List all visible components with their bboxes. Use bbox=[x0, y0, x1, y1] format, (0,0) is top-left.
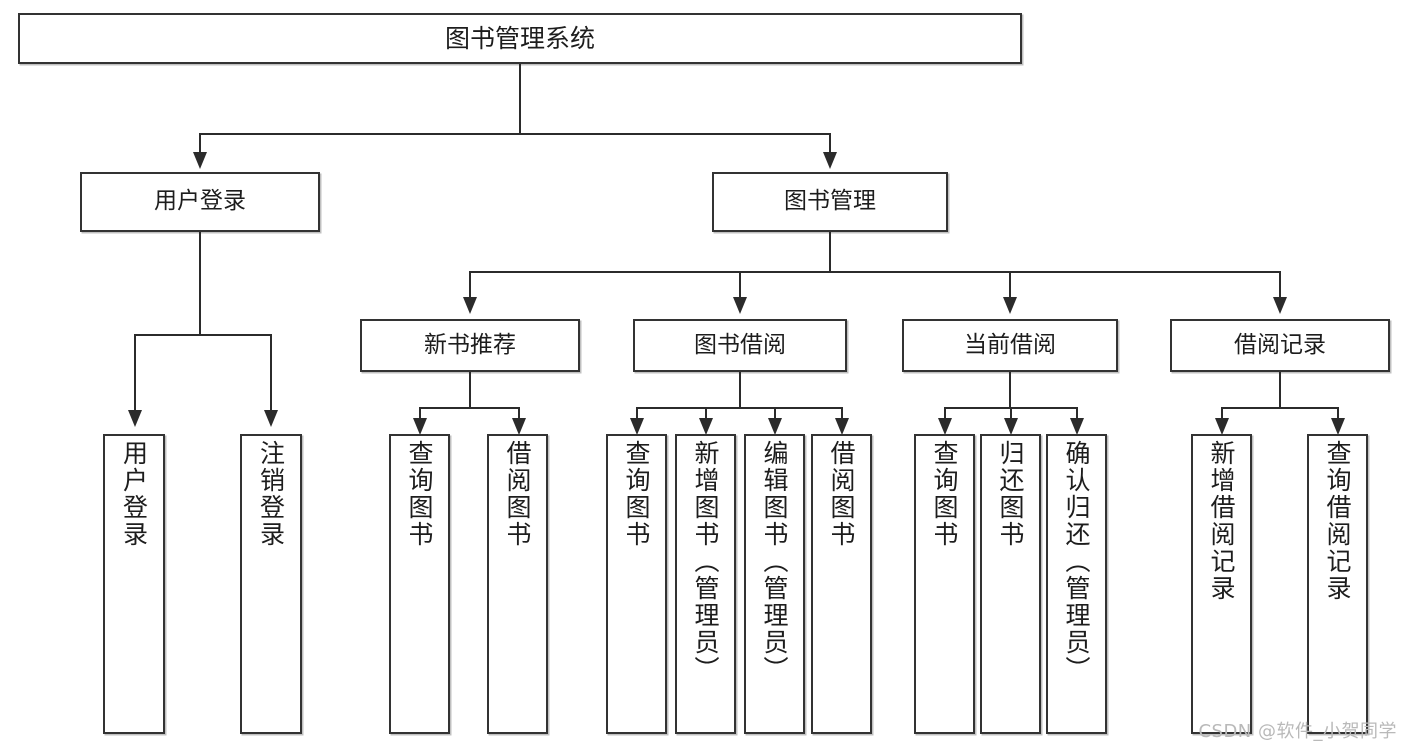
connector-root-stem bbox=[519, 64, 521, 134]
node-new-book-recommend[interactable]: 新书推荐 bbox=[360, 319, 580, 372]
leaf-confirm-return-admin[interactable]: 确认归还（管理员） bbox=[1046, 434, 1107, 734]
connector-user-login-bus bbox=[134, 334, 272, 336]
connector-book-borrow-drop-1 bbox=[636, 407, 638, 419]
connector-level3-drop-4 bbox=[1279, 271, 1281, 298]
node-label: 编辑图书（管理员） bbox=[760, 440, 789, 683]
node-label: 查询借阅记录 bbox=[1323, 440, 1352, 602]
leaf-add-book-admin[interactable]: 新增图书（管理员） bbox=[675, 434, 736, 734]
connector-book-borrow-stem bbox=[739, 372, 741, 408]
leaf-logout[interactable]: 注销登录 bbox=[240, 434, 302, 734]
connector-current-borrow-drop-3 bbox=[1076, 407, 1078, 419]
arrow-to-book-borrow bbox=[733, 297, 747, 314]
arrow-to-edit-book bbox=[768, 418, 782, 435]
node-label: 查询图书 bbox=[405, 440, 434, 548]
node-label: 当前借阅 bbox=[964, 331, 1056, 358]
connector-new-book-bus bbox=[419, 407, 520, 409]
connector-new-book-drop-1 bbox=[419, 407, 421, 419]
node-label: 借阅图书 bbox=[827, 440, 856, 548]
leaf-return-book[interactable]: 归还图书 bbox=[980, 434, 1041, 734]
connector-user-login-drop-1 bbox=[134, 334, 136, 411]
connector-book-management-stem bbox=[829, 232, 831, 272]
connector-borrow-record-drop-1 bbox=[1221, 407, 1223, 419]
leaf-borrow-book-recommend[interactable]: 借阅图书 bbox=[487, 434, 548, 734]
connector-book-borrow-drop-2 bbox=[705, 407, 707, 419]
node-borrow-record[interactable]: 借阅记录 bbox=[1170, 319, 1390, 372]
arrow-to-user-login-leaf bbox=[128, 410, 142, 427]
node-label: 借阅记录 bbox=[1234, 331, 1326, 358]
arrow-to-user-login bbox=[193, 152, 207, 169]
node-current-borrow[interactable]: 当前借阅 bbox=[902, 319, 1118, 372]
connector-level3-drop-2 bbox=[739, 271, 741, 298]
node-root-book-management-system[interactable]: 图书管理系统 bbox=[18, 13, 1022, 64]
connector-user-login-drop-2 bbox=[270, 334, 272, 411]
connector-user-login-stem bbox=[199, 232, 201, 335]
node-label: 新书推荐 bbox=[424, 331, 516, 358]
node-label: 新增图书（管理员） bbox=[691, 440, 720, 683]
leaf-add-borrow-record[interactable]: 新增借阅记录 bbox=[1191, 434, 1252, 734]
arrow-to-borrow-book-1 bbox=[512, 418, 526, 435]
node-label: 图书管理 bbox=[784, 188, 876, 215]
node-user-login[interactable]: 用户登录 bbox=[80, 172, 320, 232]
connector-borrow-record-drop-2 bbox=[1337, 407, 1339, 419]
node-book-management[interactable]: 图书管理 bbox=[712, 172, 948, 232]
leaf-query-book-borrow[interactable]: 查询图书 bbox=[606, 434, 667, 734]
arrow-to-borrow-book-2 bbox=[835, 418, 849, 435]
connector-new-book-stem bbox=[469, 372, 471, 408]
connector-level2-drop-right bbox=[829, 133, 831, 153]
node-label: 借阅图书 bbox=[503, 440, 532, 548]
connector-new-book-drop-2 bbox=[518, 407, 520, 419]
node-label: 查询图书 bbox=[930, 440, 959, 548]
arrow-to-borrow-record bbox=[1273, 297, 1287, 314]
arrow-to-logout-leaf bbox=[264, 410, 278, 427]
node-label: 查询图书 bbox=[622, 440, 651, 548]
connector-borrow-record-stem bbox=[1279, 372, 1281, 408]
connector-level3-drop-1 bbox=[469, 271, 471, 298]
arrow-to-confirm-return bbox=[1070, 418, 1084, 435]
arrow-to-add-book bbox=[699, 418, 713, 435]
arrow-to-query-borrow-record bbox=[1331, 418, 1345, 435]
leaf-user-login[interactable]: 用户登录 bbox=[103, 434, 165, 734]
connector-book-borrow-drop-3 bbox=[774, 407, 776, 419]
node-label: 图书借阅 bbox=[694, 331, 786, 358]
node-label: 用户登录 bbox=[119, 440, 149, 548]
connector-level2-bus bbox=[199, 133, 831, 135]
leaf-edit-book-admin[interactable]: 编辑图书（管理员） bbox=[744, 434, 805, 734]
connector-current-borrow-drop-1 bbox=[944, 407, 946, 419]
leaf-query-book-recommend[interactable]: 查询图书 bbox=[389, 434, 450, 734]
connector-level3-drop-3 bbox=[1009, 271, 1011, 298]
connector-level2-drop-left bbox=[199, 133, 201, 153]
arrow-to-return-book bbox=[1004, 418, 1018, 435]
arrow-to-query-book-3 bbox=[938, 418, 952, 435]
node-label: 用户登录 bbox=[154, 188, 246, 215]
leaf-query-borrow-record[interactable]: 查询借阅记录 bbox=[1307, 434, 1368, 734]
connector-book-borrow-bus bbox=[636, 407, 843, 409]
node-label: 新增借阅记录 bbox=[1207, 440, 1236, 602]
connector-current-borrow-drop-2 bbox=[1010, 407, 1012, 419]
arrow-to-add-borrow-record bbox=[1215, 418, 1229, 435]
connector-book-borrow-drop-4 bbox=[841, 407, 843, 419]
arrow-to-book-management bbox=[823, 152, 837, 169]
arrow-to-query-book-2 bbox=[630, 418, 644, 435]
arrow-to-query-book-1 bbox=[413, 418, 427, 435]
arrow-to-new-book-recommend bbox=[463, 297, 477, 314]
node-label: 图书管理系统 bbox=[444, 23, 595, 53]
watermark-text: CSDN @软件_小贺同学 bbox=[1198, 721, 1397, 742]
connector-borrow-record-bus bbox=[1221, 407, 1339, 409]
node-label: 确认归还（管理员） bbox=[1062, 440, 1091, 683]
node-book-borrow[interactable]: 图书借阅 bbox=[633, 319, 847, 372]
connector-current-borrow-stem bbox=[1009, 372, 1011, 408]
leaf-query-book-current[interactable]: 查询图书 bbox=[914, 434, 975, 734]
node-label: 归还图书 bbox=[996, 440, 1025, 548]
node-label: 注销登录 bbox=[256, 440, 286, 548]
connector-level3-bus bbox=[469, 271, 1281, 273]
arrow-to-current-borrow bbox=[1003, 297, 1017, 314]
leaf-borrow-book[interactable]: 借阅图书 bbox=[811, 434, 872, 734]
